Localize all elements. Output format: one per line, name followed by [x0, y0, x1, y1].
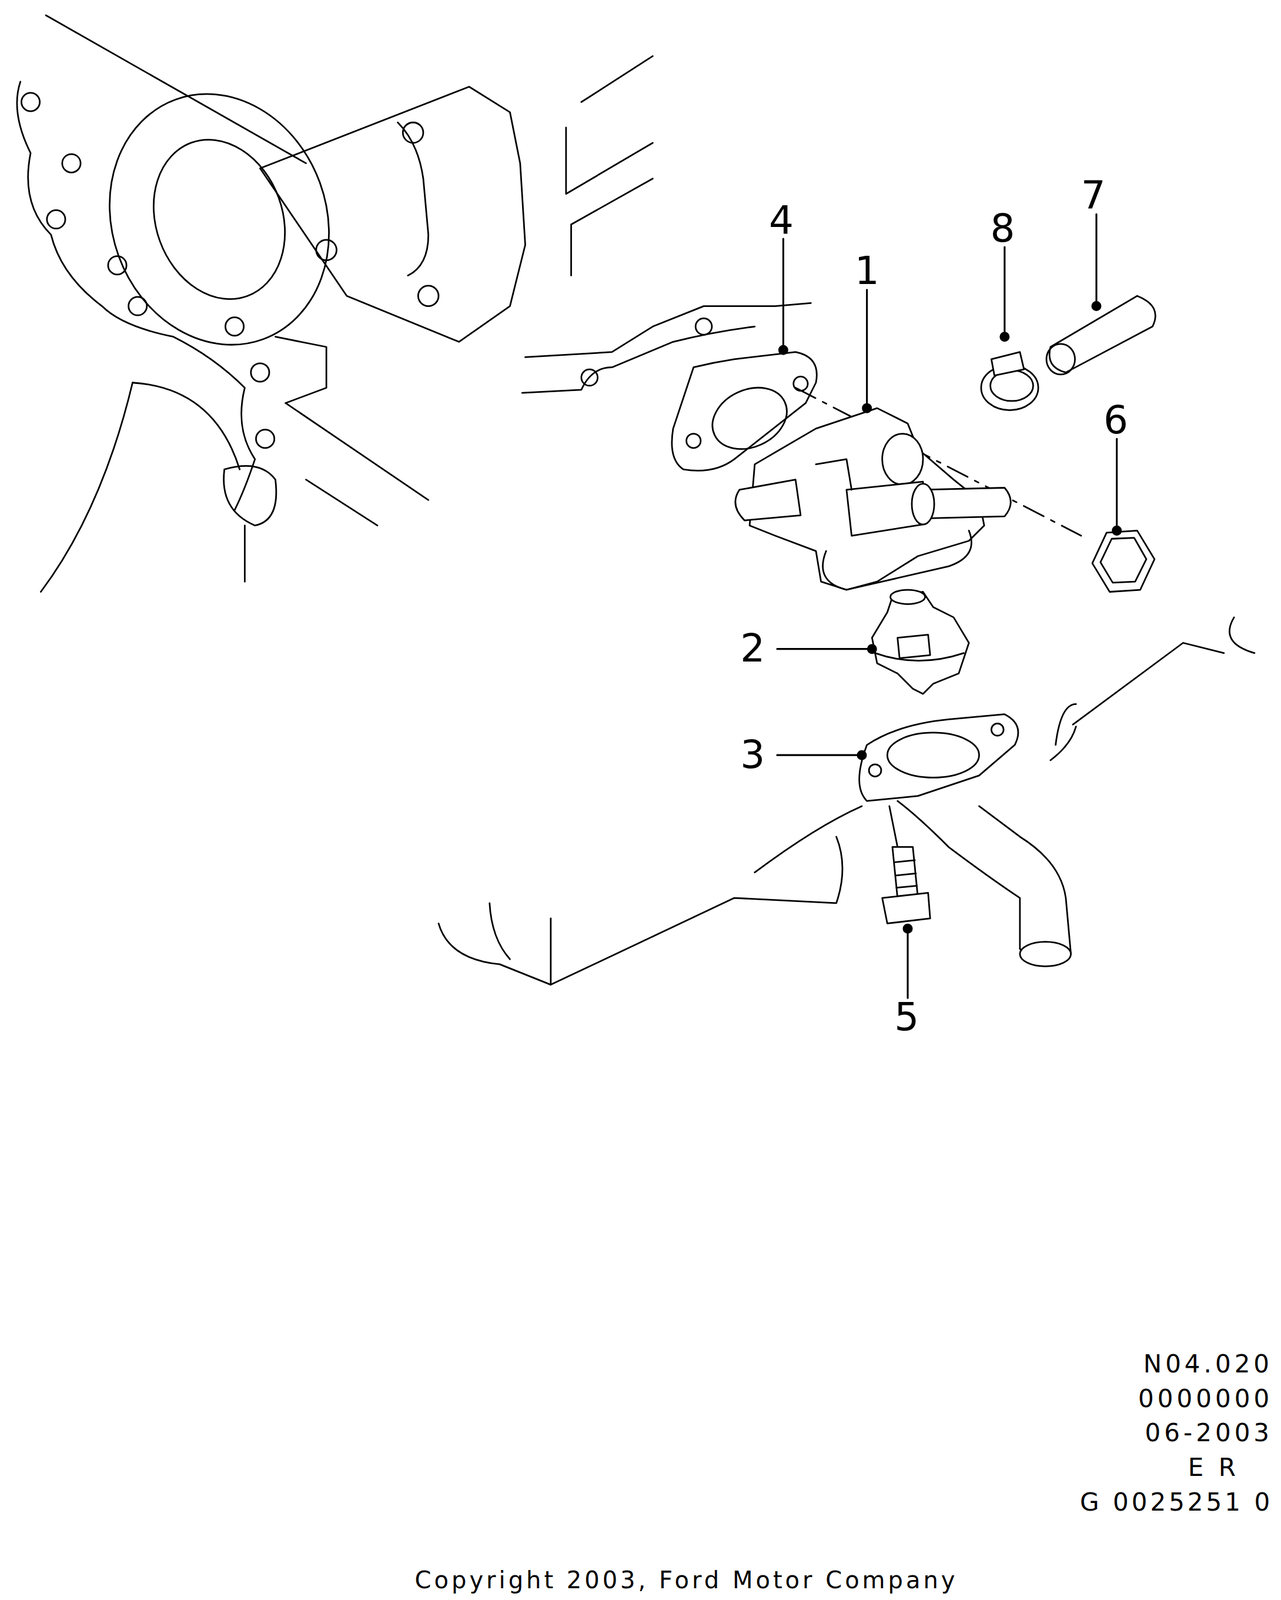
- drawing-code: 0000000: [1138, 1386, 1273, 1411]
- drawing-code: E R: [1188, 1455, 1240, 1480]
- drawing-code: N04.020: [1143, 1351, 1273, 1377]
- callout-number: 8: [989, 209, 1015, 249]
- drawing-code: 06-2003: [1145, 1420, 1274, 1446]
- callout-number: 2: [740, 629, 765, 668]
- callout-number: 1: [854, 251, 880, 291]
- copyright-note: Copyright 2003, Ford Motor Company: [415, 1567, 959, 1592]
- drawing-code: G 0025251 0: [1079, 1489, 1273, 1515]
- callout-number: 4: [768, 201, 794, 240]
- callout-number: 5: [894, 997, 919, 1037]
- callout-number: 3: [740, 735, 765, 775]
- callout-number: 6: [1103, 400, 1129, 440]
- callout-number: 7: [1081, 176, 1106, 216]
